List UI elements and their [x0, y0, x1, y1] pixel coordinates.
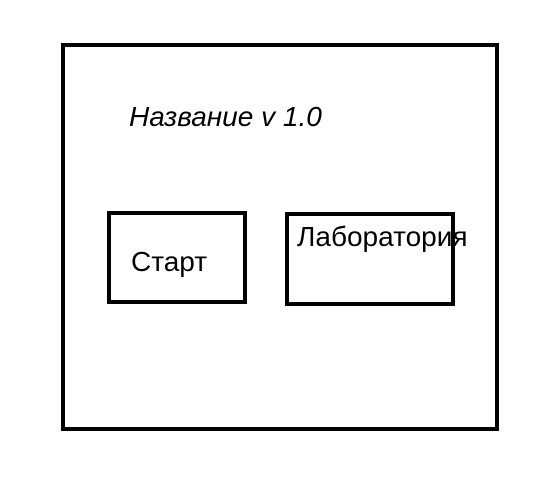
main-window-frame [61, 43, 499, 431]
laboratory-button-label: Лаборатория [297, 221, 468, 252]
laboratory-button[interactable] [285, 212, 455, 306]
app-title: Название v 1.0 [129, 101, 322, 132]
start-button[interactable] [107, 211, 247, 304]
start-button-label: Старт [131, 246, 208, 277]
